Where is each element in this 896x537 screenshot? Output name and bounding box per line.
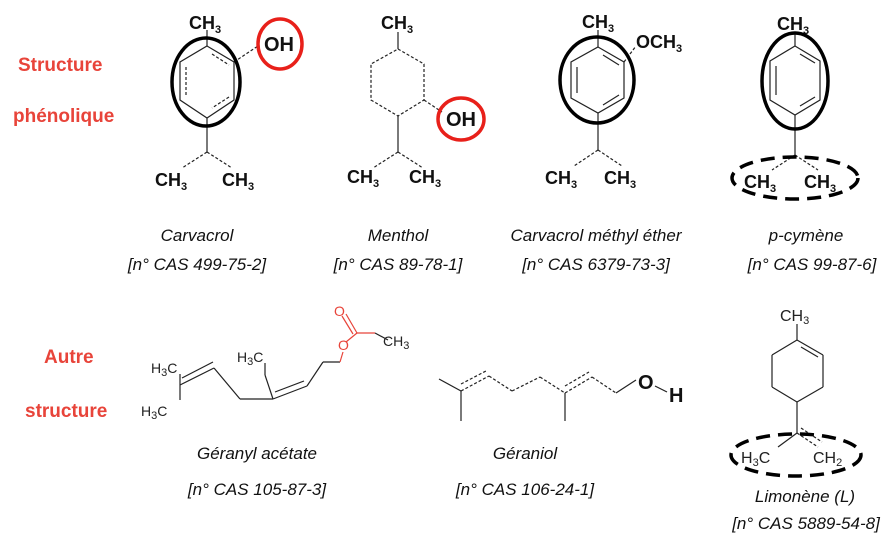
structure-geraniol: O H <box>438 370 683 421</box>
atom-h3c-middle: H3C <box>237 349 263 368</box>
atom-oh: OH <box>446 109 476 131</box>
structure-p-cymene: CH3 CH3 CH3 <box>730 14 860 201</box>
atom-h3c: H3C <box>741 450 770 469</box>
atom-o-carbonyl: O <box>334 303 345 319</box>
atom-ch3-top: CH3 <box>582 12 614 35</box>
atom-ch3-right: CH3 <box>222 170 254 193</box>
compound-name-menthol: Menthol <box>368 226 430 245</box>
compound-name-geraniol: Géraniol <box>493 444 558 463</box>
atom-o: O <box>638 372 654 394</box>
atom-ch3-left: CH3 <box>744 172 776 195</box>
category-other-line1: Autre <box>44 347 94 368</box>
compound-cas-geranyl-acetate: [n° CAS 105-87-3] <box>187 480 327 499</box>
atom-ch3-acetyl: CH3 <box>383 333 409 352</box>
structure-geranyl-acetate: H3C H3C H3C O O CH3 <box>141 303 409 422</box>
structure-carvacrol: CH3 OH CH3 CH3 <box>155 13 304 193</box>
structure-menthol: CH3 OH CH3 CH3 <box>347 13 486 190</box>
compound-name-carvacrol-methyl-ether: Carvacrol méthyl éther <box>510 226 682 245</box>
category-phenolic-line2: phénolique <box>13 106 114 127</box>
atom-ch3-left: CH3 <box>347 167 379 190</box>
atom-oh: OH <box>264 34 294 56</box>
compound-cas-limonene: [n° CAS 5889-54-8] <box>731 514 881 533</box>
compound-cas-geraniol: [n° CAS 106-24-1] <box>455 480 595 499</box>
atom-ch3-top: CH3 <box>777 14 809 37</box>
atom-ch3-top: CH3 <box>780 308 809 327</box>
compound-cas-carvacrol: [n° CAS 499-75-2] <box>127 255 267 274</box>
atom-ch3-left: CH3 <box>155 170 187 193</box>
atom-ch3-right: CH3 <box>604 168 636 191</box>
atom-h3c-bottom: H3C <box>141 403 167 422</box>
atom-ch3-left: CH3 <box>545 168 577 191</box>
atom-ch3-right: CH3 <box>409 167 441 190</box>
atom-och3: OCH3 <box>636 32 682 55</box>
atom-h3c-top: H3C <box>151 360 177 379</box>
compound-cas-p-cymene: [n° CAS 99-87-6] <box>747 255 878 274</box>
atom-ch3-right: CH3 <box>804 172 836 195</box>
atom-h: H <box>669 385 683 407</box>
atom-o-ester: O <box>338 337 349 353</box>
atom-ch3-top: CH3 <box>189 13 221 36</box>
structure-limonene: CH3 H3C CH2 <box>729 308 863 478</box>
compound-name-carvacrol: Carvacrol <box>161 226 235 245</box>
compound-name-limonene: Limonène (L) <box>755 487 855 506</box>
atom-ch3-top: CH3 <box>381 13 413 36</box>
category-other-line2: structure <box>25 401 107 422</box>
atom-ch2: CH2 <box>813 450 842 469</box>
structure-carvacrol-methyl-ether: CH3 OCH3 CH3 CH3 <box>545 12 682 191</box>
compound-name-p-cymene: p-cymène <box>768 226 844 245</box>
compound-cas-carvacrol-methyl-ether: [n° CAS 6379-73-3] <box>521 255 671 274</box>
category-phenolic-line1: Structure <box>18 55 102 76</box>
compound-cas-menthol: [n° CAS 89-78-1] <box>333 255 464 274</box>
compound-name-geranyl-acetate: Géranyl acétate <box>197 444 317 463</box>
